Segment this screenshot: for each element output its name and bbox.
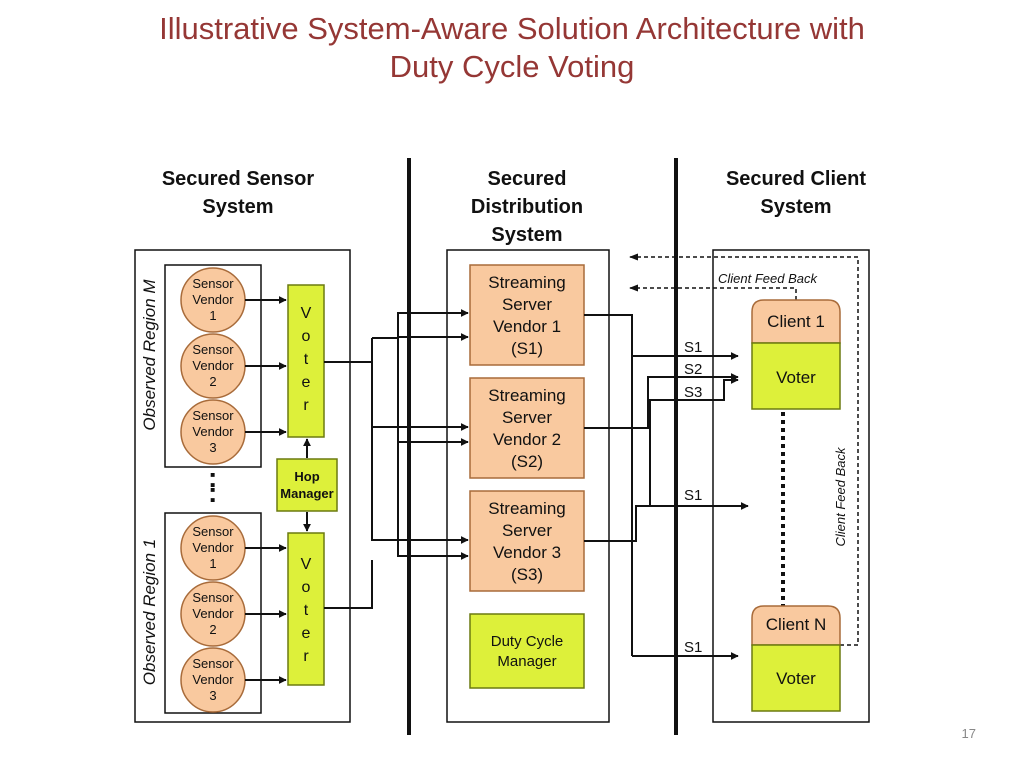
server-label: Server [502,295,552,314]
client-heading-line1: Secured Client [726,168,866,190]
server-label: (S2) [511,452,543,471]
streaming-server-1: Streaming Server Vendor 1 (S1) [469,264,585,366]
sensor-label: Vendor [192,540,234,555]
slide-number: 17 [961,726,976,741]
client-n: Client N Voter [751,605,841,712]
voter-letter: e [302,374,311,391]
streaming-server-3: Streaming Server Vendor 3 (S3) [469,490,585,592]
client-feedback-label-side: Client Feed Back [833,446,848,546]
client-heading-line2: System [760,196,831,218]
sensor-vendor-1-top: Sensor Vendor 1 [180,267,246,333]
arrow-voter-1-s3 [397,442,469,560]
sensor-label: Sensor [192,590,234,605]
hop-manager-box [276,458,338,512]
server-label: Streaming [488,386,565,405]
arrow-voter-m-s1 [372,309,469,339]
slide-title: Illustrative System-Aware Solution Archi… [0,10,1024,86]
voter-letter: r [303,648,309,665]
server-label: Server [502,408,552,427]
sensor-label: Vendor [192,672,234,687]
duty-cycle-manager: Duty Cycle Manager [469,613,585,689]
dist-heading-line3: System [491,224,562,246]
server-label: Streaming [488,499,565,518]
client-1: Client 1 Voter [751,299,841,410]
client-feedback-from-client1 [629,284,797,300]
signal-label-s3: S3 [684,384,702,401]
client-feedback-label-top: Client Feed Back [718,271,818,286]
voter-letter: o [302,328,311,345]
sensor-label: 3 [209,688,216,703]
voter-letter: o [302,579,311,596]
signal-label-s1-bottom: S1 [684,639,702,656]
voter-letter: t [304,351,309,368]
sensor-label: Sensor [192,342,234,357]
sensor-vendor-3-bottom: Sensor Vendor 3 [180,647,246,713]
sensor-label: Sensor [192,408,234,423]
sensor-vendor-2-bottom: Sensor Vendor 2 [180,581,246,647]
voter-letter: V [301,305,312,322]
dist-heading-line1: Secured [488,168,567,190]
duty-cycle-label: Duty Cycle [491,633,564,650]
sensor-label: 2 [209,374,216,389]
region-m-voter [287,284,325,438]
voter-letter: V [301,556,312,573]
duty-cycle-label: Manager [497,653,556,670]
signal-label-s1-mid: S1 [684,487,702,504]
server-label: Vendor 2 [493,430,561,449]
sensor-label: Sensor [192,656,234,671]
title-line-1: Illustrative System-Aware Solution Archi… [159,11,865,46]
sensor-label: 1 [209,308,216,323]
client-1-label: Client 1 [767,312,825,331]
sensor-label: Vendor [192,292,234,307]
voter-letter: t [304,602,309,619]
voter-1-output-line [324,560,373,609]
arrow-voter-1-s1 [397,333,469,341]
sensor-label: Sensor [192,524,234,539]
signal-label-s2: S2 [684,361,702,378]
server-label: (S1) [511,339,543,358]
voter-letter: e [302,625,311,642]
region-1-voter [287,532,325,686]
sensor-label: 2 [209,622,216,637]
arrow-voter-m-s3 [371,362,469,544]
arrow-s2-client1 [584,373,739,429]
sensor-label: Vendor [192,424,234,439]
title-line-2: Duty Cycle Voting [389,49,635,84]
arrow-s1-client1 [584,314,739,360]
sensor-label: 3 [209,440,216,455]
client-1-voter-label: Voter [776,368,816,387]
signal-label-s1: S1 [684,339,702,356]
sensor-heading-line2: System [202,196,273,218]
sensor-vendor-3-top: Sensor Vendor 3 [180,399,246,465]
streaming-server-2: Streaming Server Vendor 2 (S2) [469,377,585,479]
sensor-vendor-1-bottom: Sensor Vendor 1 [180,515,246,581]
sensor-label: Sensor [192,276,234,291]
region-1-label: Observed Region 1 [140,539,159,685]
hop-manager-label: Manager [280,486,333,501]
client-n-voter-label: Voter [776,669,816,688]
voter-letter: r [303,397,309,414]
server-label: Vendor 3 [493,543,561,562]
server-label: (S3) [511,565,543,584]
client-feedback-from-clientn [840,257,859,646]
region-m-label: Observed Region M [140,279,159,431]
sensor-label: Vendor [192,606,234,621]
server-label: Streaming [488,273,565,292]
sensor-label: 1 [209,556,216,571]
sensor-vendor-2-top: Sensor Vendor 2 [180,333,246,399]
arrow-s3-client1 [584,376,739,542]
hop-manager-label: Hop [294,469,319,484]
client-n-label: Client N [766,615,826,634]
server-label: Vendor 1 [493,317,561,336]
dist-heading-line2: Distribution [471,196,583,218]
server-label: Server [502,521,552,540]
sensor-heading-line1: Secured Sensor [162,168,315,190]
sensor-label: Vendor [192,358,234,373]
regions-ellipsis: : [208,477,217,508]
regions-ellipsis-2: : [208,462,217,493]
